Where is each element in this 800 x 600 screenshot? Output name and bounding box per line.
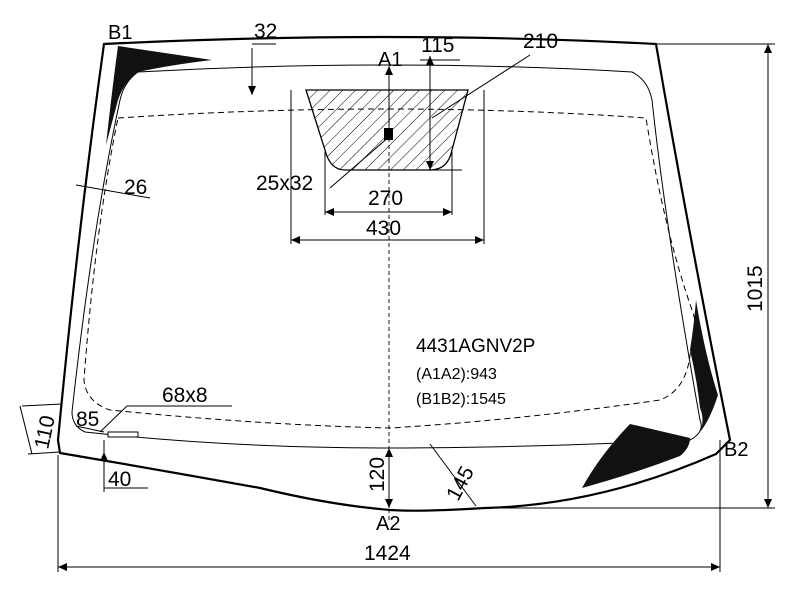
marking-rectangle [107, 431, 139, 438]
dim-32: 32 [254, 20, 277, 43]
dim-120: 120 [366, 457, 389, 492]
a1a2-length: (A1A2):943 [416, 366, 497, 383]
label-b2: B2 [724, 439, 748, 461]
frit-corner-right-mid [690, 300, 718, 432]
label-a2: A2 [376, 513, 400, 535]
sensor-mount [384, 128, 393, 140]
frit-corner-b1 [106, 46, 212, 145]
frit-corner-right-bottom [582, 424, 690, 488]
dim-145: 145 [442, 463, 479, 505]
visible-area-dashed-line [83, 108, 696, 429]
dim-85: 85 [76, 408, 99, 431]
dim-115: 115 [421, 34, 454, 57]
b1b2-length: (B1B2):1545 [416, 391, 506, 408]
dim-110: 110 [30, 414, 59, 452]
frit-inner-line [71, 64, 702, 449]
dim-25x32: 25x32 [256, 172, 313, 195]
dim-210: 210 [523, 30, 558, 53]
label-b1: B1 [108, 22, 132, 44]
dim-68x8: 68x8 [162, 384, 208, 407]
dim-26: 26 [124, 176, 147, 199]
dim-1424: 1424 [364, 542, 411, 565]
part-number: 4431AGNV2P [416, 336, 535, 357]
glass-outline [56, 35, 732, 512]
dim-40: 40 [108, 468, 131, 491]
dim-270: 270 [368, 187, 403, 210]
dim-430: 430 [366, 217, 401, 240]
dim-1015: 1015 [744, 265, 767, 312]
label-a1: A1 [378, 49, 402, 71]
